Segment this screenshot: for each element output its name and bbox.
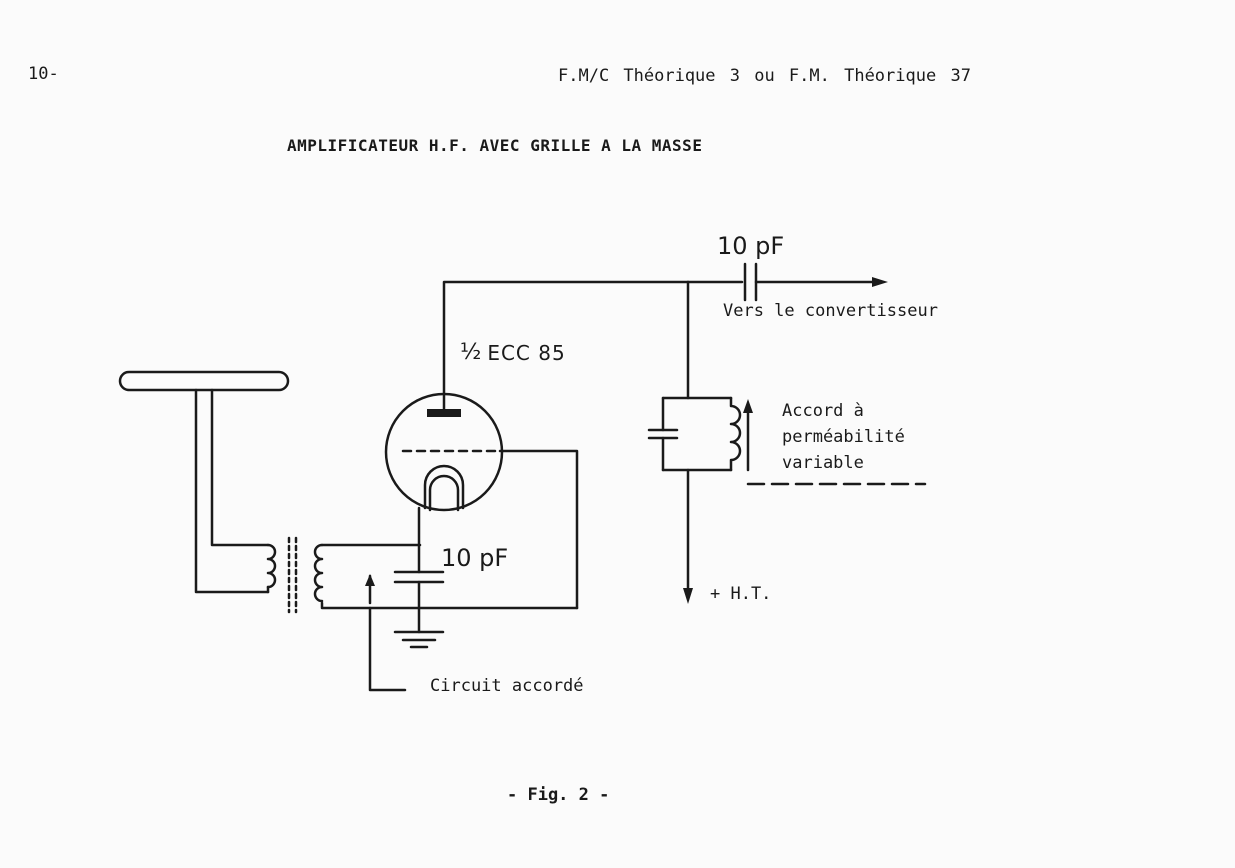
header-reference: F.M/C Théorique 3 ou F.M. Théorique 37	[558, 66, 971, 86]
plate-lead	[442, 280, 690, 411]
ferrite-core	[287, 536, 298, 614]
diagram-title: AMPLIFICATEUR H.F. AVEC GRILLE A LA MASS…	[287, 136, 703, 155]
tube-label: ½ ECC 85	[460, 340, 566, 365]
output-destination-label: Vers le convertisseur	[723, 301, 938, 321]
figure-caption: - Fig. 2 -	[507, 785, 610, 805]
tuned-circuit-label: Circuit accordé	[430, 676, 584, 696]
secondary-coil	[313, 543, 579, 610]
antenna-symbol	[118, 370, 290, 594]
primary-coil	[266, 543, 277, 594]
ht-label: + H.T.	[710, 584, 772, 604]
circuit-label-leader	[368, 606, 407, 692]
output-capacitor-label: 10 pF	[717, 232, 785, 260]
tube-fraction: ½	[460, 340, 482, 365]
tuning-label: Accord à perméabilité variable	[782, 401, 905, 473]
vacuum-tube	[384, 392, 504, 512]
tank-circuit	[647, 396, 742, 472]
ground-symbol	[393, 630, 445, 649]
grid-lead	[498, 449, 579, 610]
grid-capacitor-label: 10 pF	[441, 544, 509, 572]
page-number: 10-	[28, 64, 59, 84]
tube-name: ECC 85	[487, 341, 566, 365]
